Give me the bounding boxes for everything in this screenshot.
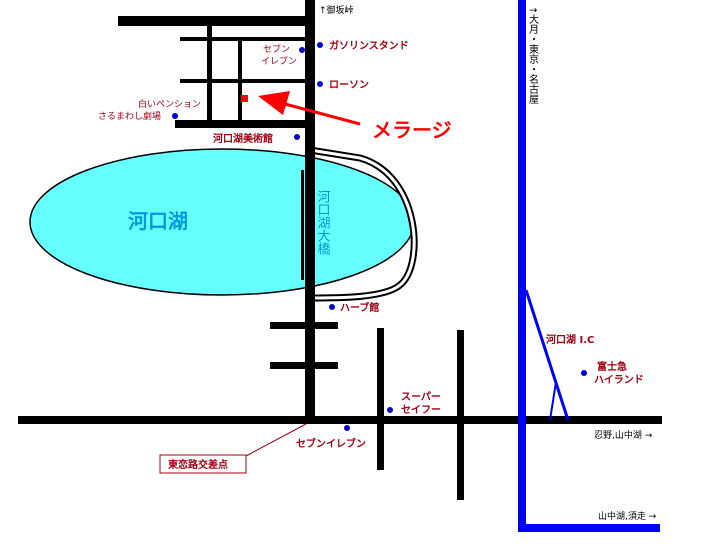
gas-station-label: ガソリンスタンド (329, 39, 409, 52)
top-road-direction: ↑御坂峠 (319, 4, 354, 16)
gas-station-dot (317, 42, 323, 48)
super-line2: セイフー (401, 404, 441, 416)
road-east-west (18, 416, 662, 424)
seven-eleven-south-label: セブンイレブン (296, 437, 366, 450)
seven-eleven-north-dot (299, 47, 305, 53)
white-pension-dot (172, 113, 178, 119)
road-minor-v2 (238, 40, 242, 124)
expressway-direction: ↑大月・東京・名古屋 (527, 6, 539, 104)
museum-dot (294, 134, 300, 140)
road-minor-h1 (180, 37, 308, 41)
intersection-callout-line (245, 423, 307, 457)
road-north-shore (175, 120, 310, 128)
expressway-south-direction: 山中湖,須走 → (598, 510, 657, 522)
lakeside-loop-road-inner (309, 148, 416, 300)
intersection-label-box (159, 454, 247, 474)
fujikyu-line1: 富士急 (597, 360, 627, 373)
sarumawashi-label: さるまわし劇場 (98, 110, 161, 122)
main-road-north-south (305, 0, 315, 422)
road-south-h1 (270, 322, 338, 329)
seven-eleven-north-line2: イレブン (261, 55, 297, 67)
expressway (518, 0, 526, 532)
lawson-dot (317, 81, 323, 87)
intersection-label: 東恋路交差点 (168, 458, 228, 471)
road-south-v1 (377, 328, 384, 470)
lake-name: 河口湖 (128, 209, 188, 233)
fujikyu-dot (581, 370, 587, 376)
museum-label: 河口湖美術館 (213, 132, 273, 145)
road-south-h2 (270, 362, 338, 369)
herb-hall-label: ハーブ館 (340, 301, 379, 314)
herb-hall-dot (329, 304, 335, 310)
east-road-direction: 忍野,山中湖 → (594, 429, 653, 441)
super-line1: スーパー (401, 391, 441, 403)
road-minor-v1 (207, 26, 212, 124)
seven-eleven-north-line1: セブン (263, 43, 290, 55)
white-pension-label: 白いペンション (138, 98, 201, 110)
interchange-ramp-2 (549, 381, 557, 421)
destination-marker (241, 95, 248, 102)
super-dot (387, 407, 393, 413)
expressway-south-branch (518, 524, 660, 532)
destination-label: メラージ (372, 118, 452, 142)
interchange-ramp (524, 289, 570, 421)
road-south-v2 (457, 330, 464, 500)
road-top-horizontal (118, 16, 308, 26)
bridge-line (301, 170, 304, 280)
seven-eleven-south-dot (344, 425, 350, 431)
fujikyu-line2: ハイランド (594, 374, 644, 386)
lake-kawaguchiko (29, 148, 415, 296)
destination-arrow-shaft (284, 102, 361, 126)
destination-arrow-head (258, 91, 290, 115)
bridge-label: 河口湖大橋 (315, 190, 331, 256)
road-minor-h2 (180, 79, 308, 83)
lawson-label: ローソン (329, 80, 369, 91)
interchange-label: 河口湖 I.C (546, 333, 594, 346)
